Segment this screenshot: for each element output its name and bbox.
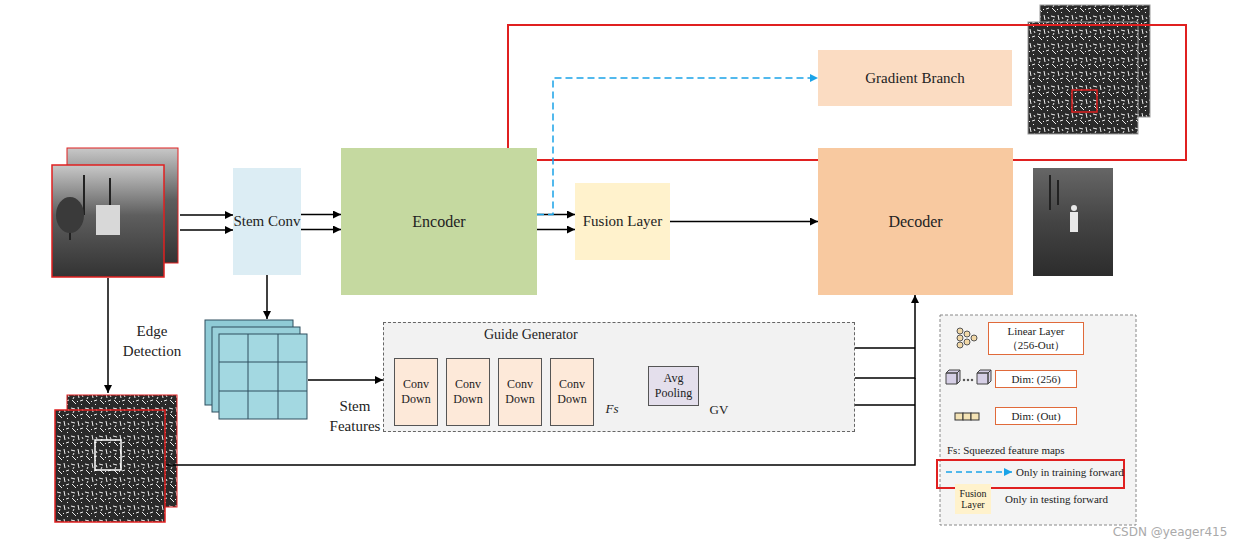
output-image — [1050, 175, 1058, 210]
watermark: CSDN @yeager415 — [1100, 525, 1240, 541]
edge-image — [95, 440, 121, 470]
connector — [537, 78, 818, 215]
branch-box: Gradient Branch — [818, 50, 1012, 106]
stem-features — [219, 334, 307, 419]
legend-neuron — [964, 339, 970, 345]
input-image — [56, 197, 84, 233]
input-image — [52, 148, 178, 277]
edge-detection-label: Edge Detection — [118, 322, 186, 361]
node-text: Guide Generator — [484, 326, 578, 344]
legend-cubes — [967, 379, 969, 381]
legend-cubes — [971, 379, 973, 381]
conv-down-box: Conv Down — [394, 358, 438, 426]
legend-neuron — [957, 328, 963, 334]
guide-wires — [855, 348, 915, 405]
legend-neuron — [957, 342, 963, 348]
legend-cubes — [977, 370, 991, 384]
legend-text: Dim: (Out) — [995, 407, 1077, 425]
legend-cubes — [946, 370, 960, 384]
legend-neuron — [971, 335, 977, 341]
legend-vector — [955, 413, 979, 420]
edge-image — [55, 410, 165, 522]
legend-text: Fs: Squeezed feature maps — [947, 443, 1127, 457]
legend-vector — [955, 413, 963, 420]
decoder-box: Decoder — [818, 148, 1013, 295]
output-image — [1033, 168, 1113, 276]
legend-dashed-arrow — [946, 471, 1012, 473]
legend-frame — [940, 315, 1136, 525]
gv-label: GV — [706, 402, 732, 419]
edge-detection-arrow — [107, 278, 109, 393]
node-text: Conv Down — [499, 377, 541, 407]
edge-image — [55, 395, 177, 522]
output-image — [1070, 212, 1078, 232]
legend-text: Linear Layer （256-Out） — [988, 322, 1084, 355]
legend-vector — [963, 413, 971, 420]
output-image — [1033, 168, 1113, 276]
legend-cubes — [946, 370, 991, 384]
gradient-image — [1072, 90, 1097, 112]
connector — [670, 221, 818, 223]
legend-vector — [971, 413, 979, 420]
legend-cubes — [963, 379, 965, 381]
conv-down-box: Conv Down — [550, 358, 594, 426]
node-text: Gradient Branch — [865, 69, 965, 88]
encoder-box: Encoder — [341, 148, 537, 295]
stem-features-label: Stem Features — [326, 397, 384, 436]
pooling-box: Avg Pooling — [648, 366, 699, 406]
input-arrows — [180, 215, 233, 230]
connector — [855, 295, 915, 378]
node-text: Stem Conv — [233, 212, 300, 231]
node-text: Conv Down — [551, 377, 593, 407]
stem-box: Stem Conv — [233, 168, 301, 275]
stem-features — [205, 320, 307, 419]
node-text: Conv Down — [447, 377, 489, 407]
node-text: Fusion Layer — [583, 212, 663, 231]
input-image — [96, 205, 120, 235]
node-text: Encoder — [412, 212, 465, 232]
gradient-image — [1028, 22, 1138, 134]
legend-swatch: Fusion Layer — [955, 484, 991, 514]
node-text: Conv Down — [395, 377, 437, 407]
legend-neuron — [957, 335, 963, 341]
swatch-text: Fusion Layer — [955, 488, 991, 510]
legend-neuron — [957, 328, 977, 348]
connector — [537, 229, 575, 231]
fusion-box: Fusion Layer — [575, 183, 670, 260]
stem-features — [219, 334, 307, 419]
conv-down-box: Conv Down — [498, 358, 542, 426]
legend-neuron — [964, 331, 970, 337]
input-arrows — [180, 229, 233, 231]
connector — [301, 214, 341, 216]
node-text: Avg Pooling — [649, 371, 698, 401]
input-arrows — [180, 214, 233, 216]
guide-generator: Guide GeneratorConv Down Conv Down Conv Do… — [383, 322, 855, 432]
fs-label: Fs — [600, 401, 624, 418]
stem-feature-arrow — [266, 275, 268, 319]
output-image — [1071, 205, 1077, 211]
legend-frame — [940, 315, 1136, 525]
legend-text: Only in testing forward — [1005, 492, 1130, 506]
node-text: Decoder — [888, 212, 942, 232]
legend-text: Only in training forward — [1016, 465, 1126, 479]
input-image — [52, 165, 164, 277]
highlight-frame — [508, 25, 1186, 160]
conv-down-box: Conv Down — [446, 358, 490, 426]
legend-text: Dim: (256) — [995, 370, 1077, 388]
stem-to-guide-arrow — [308, 379, 383, 381]
connector — [301, 229, 341, 231]
connector — [537, 214, 575, 216]
